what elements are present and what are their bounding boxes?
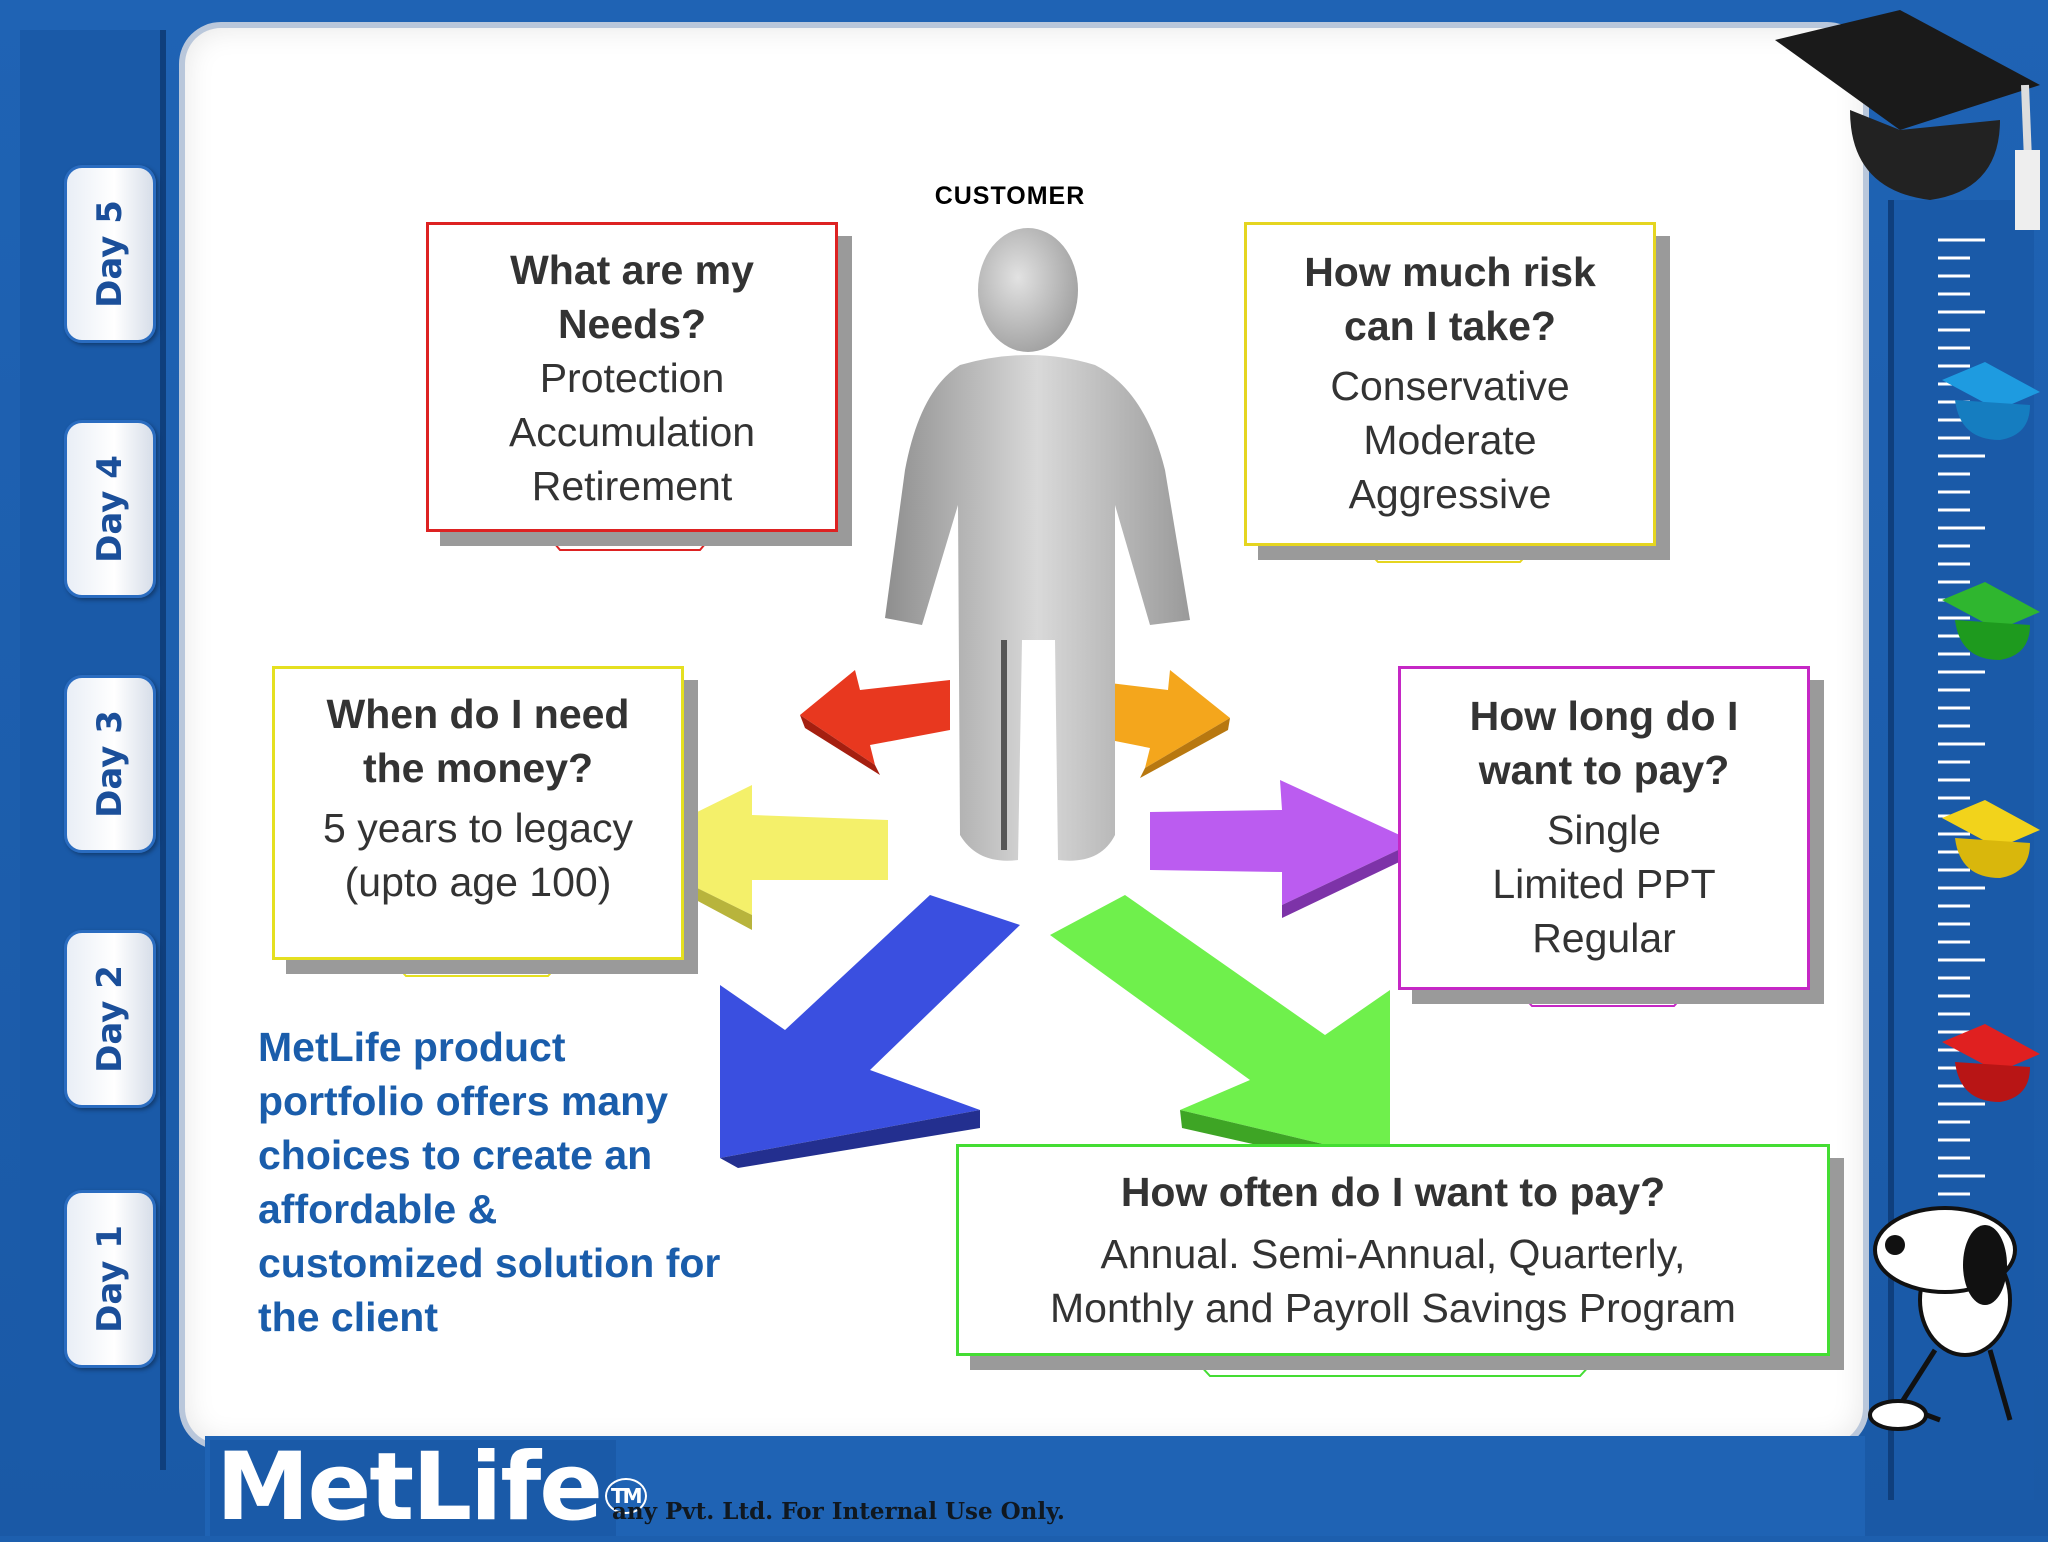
needs-box: What are my Needs? Protection Accumulati… <box>426 222 838 532</box>
needs-option: Protection <box>539 355 725 401</box>
dancing-dog-icon <box>1868 1206 2017 1431</box>
how-often-box: How often do I want to pay? Annual. Semi… <box>956 1144 1830 1356</box>
purple-arrow-icon <box>1150 780 1415 918</box>
portfolio-statement: MetLife product portfolio offers many ch… <box>258 1024 721 1340</box>
green-arrow-icon <box>1050 895 1390 1175</box>
how-long-box: How long do I want to pay? Single Limite… <box>1398 666 1810 990</box>
red-arrow-icon <box>800 670 950 775</box>
when-box: When do I need the money? 5 years to leg… <box>272 666 684 960</box>
needs-question: What are my Needs? <box>510 247 754 347</box>
how-long-option: Single <box>1547 807 1661 853</box>
how-long-option: Limited PPT <box>1492 861 1716 907</box>
customer-label: CUSTOMER <box>934 182 1086 210</box>
when-option: 5 years to legacy <box>323 805 633 851</box>
when-question: When do I need the money? <box>326 691 630 791</box>
tab-day-3[interactable]: Day 3 <box>64 675 156 853</box>
tab-day-5[interactable]: Day 5 <box>64 165 156 343</box>
red-cap-icon <box>1942 1024 2040 1102</box>
how-often-option: Monthly and Payroll Savings Program <box>1050 1285 1736 1331</box>
orange-arrow-icon <box>1085 670 1230 778</box>
blue-cap-icon <box>1942 362 2040 440</box>
needs-option: Accumulation <box>508 409 756 455</box>
logo-text: MetLife <box>216 1433 603 1542</box>
risk-option: Moderate <box>1363 417 1537 463</box>
tab-day-2[interactable]: Day 2 <box>64 930 156 1108</box>
blue-arrow-icon <box>720 895 1020 1168</box>
risk-question: How much risk can I take? <box>1304 249 1596 349</box>
trademark-icon: TM <box>605 1478 647 1514</box>
graduation-cap-icon <box>1775 10 2040 230</box>
footer-disclaimer: any Pvt. Ltd. For Internal Use Only. <box>612 1498 1065 1525</box>
tab-day-4[interactable]: Day 4 <box>64 420 156 598</box>
day-tabs-strip: Day 5 Day 4 Day 3 Day 2 Day 1 <box>20 30 166 1470</box>
how-long-option: Regular <box>1532 915 1676 961</box>
risk-box: How much risk can I take? Conservative M… <box>1244 222 1656 546</box>
when-option: (upto age 100) <box>344 859 612 905</box>
yellow-cap-icon <box>1942 800 2040 878</box>
tab-day-1[interactable]: Day 1 <box>64 1190 156 1368</box>
risk-option: Conservative <box>1330 363 1570 409</box>
customer-figure-icon <box>885 228 1190 861</box>
how-long-question: How long do I want to pay? <box>1469 693 1739 793</box>
risk-option: Aggressive <box>1348 471 1552 517</box>
needs-option: Retirement <box>531 463 733 509</box>
how-often-option: Annual. Semi-Annual, Quarterly, <box>1100 1231 1686 1277</box>
ruler-ticks <box>1938 238 1985 1196</box>
how-often-question: How often do I want to pay? <box>1120 1169 1666 1215</box>
green-cap-icon <box>1942 582 2040 660</box>
